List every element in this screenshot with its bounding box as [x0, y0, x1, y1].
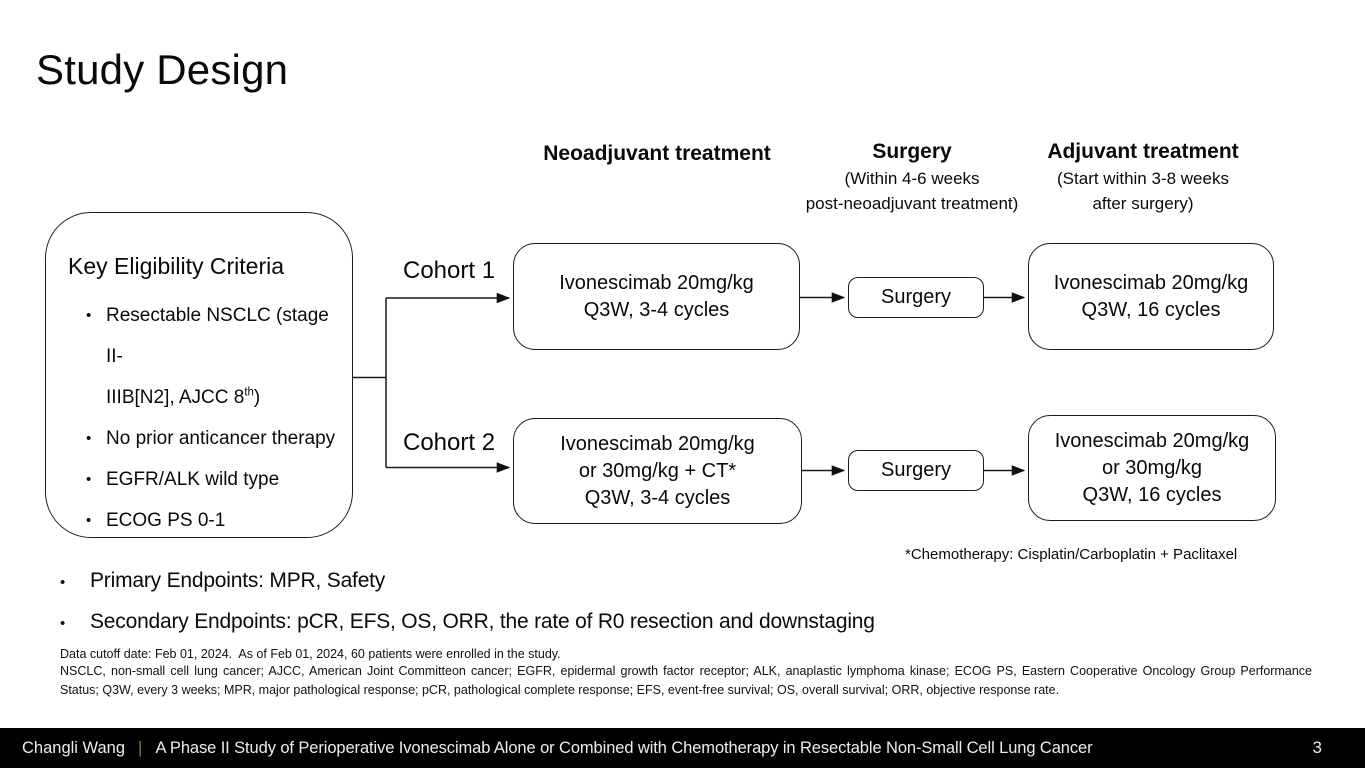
primary-endpoints-text: Primary Endpoints: MPR, Safety: [90, 569, 386, 592]
slide-page-number: 3: [1312, 738, 1322, 757]
cohort1-neoadjuvant-box: Ivonescimab 20mg/kg Q3W, 3-4 cycles: [513, 243, 800, 350]
surgery-header-label: Surgery: [872, 140, 952, 163]
cohort-2-label: Cohort 2: [403, 429, 496, 456]
eligibility-item-line2: IIIB[N2], AJCC 8th): [106, 386, 261, 408]
eligibility-criteria-box: Key Eligibility Criteria • Resectable NS…: [45, 212, 353, 538]
eligibility-list: • Resectable NSCLC (stage II- IIIB[N2], …: [66, 295, 338, 541]
footer-author: Changli Wang: [22, 738, 126, 757]
page-title: Study Design: [36, 46, 289, 93]
primary-endpoints: • Primary Endpoints: MPR, Safety: [60, 569, 385, 593]
bullet-icon: •: [86, 307, 92, 324]
surgery-header-subtitle-1: (Within 4-6 weeks: [844, 169, 980, 188]
eligibility-item-no-prior-therapy: • No prior anticancer therapy: [66, 418, 338, 459]
secondary-endpoints-text: Secondary Endpoints: pCR, EFS, OS, ORR, …: [90, 610, 875, 633]
eligibility-title: Key Eligibility Criteria: [68, 253, 285, 279]
superscript-th: th: [244, 386, 254, 399]
eligibility-item-ecog: • ECOG PS 0-1: [66, 500, 338, 541]
secondary-endpoints: • Secondary Endpoints: pCR, EFS, OS, ORR…: [60, 610, 875, 634]
cohort1-adjuvant-box: Ivonescimab 20mg/kg Q3W, 16 cycles: [1028, 243, 1274, 350]
column-header-adjuvant: Adjuvant treatment (Start within 3-8 wee…: [1018, 138, 1268, 216]
surgery-header-subtitle-2: post-neoadjuvant treatment): [805, 194, 1019, 213]
eligibility-item-line1: Resectable NSCLC (stage II-: [106, 305, 329, 367]
data-cutoff-note: Data cutoff date: Feb 01, 2024. As of Fe…: [60, 647, 561, 661]
footer-presentation-title: A Phase II Study of Perioperative Ivones…: [155, 738, 1093, 757]
adjuvant-header-subtitle-2: after surgery): [1092, 194, 1194, 213]
footer-bar: Changli Wang | A Phase II Study of Perio…: [0, 728, 1365, 768]
bullet-icon: •: [86, 471, 92, 488]
cohort2-adjuvant-box: Ivonescimab 20mg/kg or 30mg/kg Q3W, 16 c…: [1028, 415, 1276, 521]
column-header-surgery: Surgery (Within 4-6 weeks post-neoadjuva…: [790, 138, 1034, 216]
adjuvant-header-label: Adjuvant treatment: [1047, 140, 1239, 163]
bullet-icon: •: [60, 574, 66, 591]
abbreviations-note: NSCLC, non-small cell lung cancer; AJCC,…: [60, 664, 1312, 697]
cohort2-neoadjuvant-box: Ivonescimab 20mg/kg or 30mg/kg + CT* Q3W…: [513, 418, 802, 524]
cohort1-surgery-box: Surgery: [848, 277, 984, 318]
bullet-icon: •: [86, 512, 92, 529]
bullet-icon: •: [60, 615, 66, 632]
eligibility-item-egfr-alk: • EGFR/ALK wild type: [66, 459, 338, 500]
chemotherapy-footnote: *Chemotherapy: Cisplatin/Carboplatin + P…: [905, 546, 1238, 563]
eligibility-item-resectable: • Resectable NSCLC (stage II- IIIB[N2], …: [66, 295, 338, 418]
cohort-1-label: Cohort 1: [403, 257, 496, 284]
column-header-neoadjuvant: Neoadjuvant treatment: [503, 140, 811, 168]
adjuvant-header-subtitle-1: (Start within 3-8 weeks: [1057, 169, 1229, 188]
bullet-icon: •: [86, 430, 92, 447]
neoadjuvant-header-label: Neoadjuvant treatment: [543, 142, 771, 165]
cohort2-surgery-box: Surgery: [848, 450, 984, 491]
footer-separator: |: [138, 738, 143, 757]
